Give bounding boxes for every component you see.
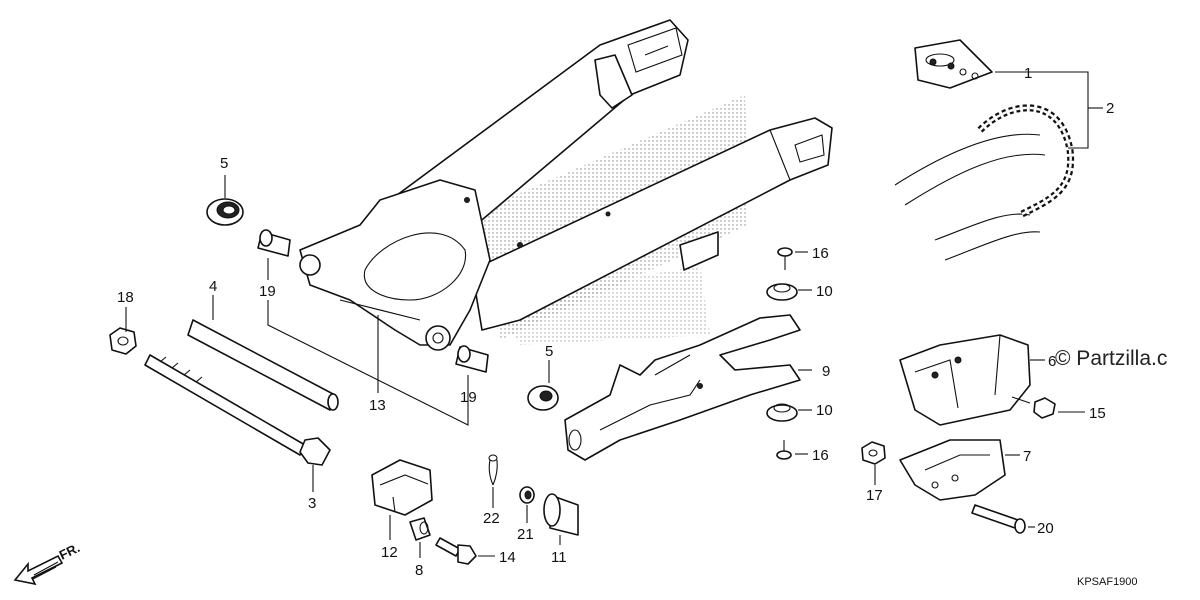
front-arrow: FR. — [13, 540, 82, 586]
callout-13: 13 — [369, 397, 386, 414]
callout-16-lower: 16 — [812, 447, 829, 464]
callout-6: 6 — [1048, 353, 1056, 370]
callout-5-lower: 5 — [545, 343, 553, 360]
callout-10-lower: 10 — [816, 402, 833, 419]
bushing-lower[interactable] — [455, 345, 489, 373]
callouts: 1 2 5 19 18 4 13 19 3 5 16 10 9 10 16 6 … — [117, 65, 1114, 579]
drive-chain[interactable] — [894, 104, 1075, 261]
grommet-upper[interactable] — [766, 283, 798, 301]
callout-8: 8 — [415, 562, 423, 579]
chain-guide-slider[interactable] — [899, 439, 1006, 501]
callout-20: 20 — [1037, 520, 1054, 537]
swingarm[interactable] — [299, 19, 833, 351]
chain-adjuster-block[interactable] — [371, 459, 433, 516]
adjuster-collar[interactable] — [409, 517, 431, 541]
pivot-collar[interactable] — [187, 319, 339, 411]
diagram-code: KPSAF1900 — [1077, 576, 1138, 588]
callout-14: 14 — [499, 549, 516, 566]
callout-15: 15 — [1089, 405, 1106, 422]
screw-lower[interactable] — [776, 440, 792, 460]
chain-slider[interactable] — [564, 314, 801, 461]
pivot-bolt[interactable] — [144, 354, 331, 466]
callout-19-upper: 19 — [259, 283, 276, 300]
bushing-upper[interactable] — [257, 229, 291, 257]
callout-11: 11 — [551, 549, 567, 566]
callout-2: 2 — [1106, 100, 1114, 117]
callout-1: 1 — [1024, 65, 1032, 82]
slider-bolt[interactable] — [971, 504, 1026, 534]
pivot-nut[interactable] — [109, 327, 137, 355]
chain-roller[interactable] — [543, 493, 579, 536]
callout-18: 18 — [117, 289, 134, 306]
callout-12: 12 — [381, 544, 398, 561]
leader-lines — [125, 71, 1103, 558]
grommet-lower[interactable] — [766, 403, 798, 422]
screw-upper[interactable] — [777, 247, 793, 270]
callout-4: 4 — [209, 278, 217, 295]
callout-22: 22 — [483, 510, 500, 527]
callout-21: 21 — [517, 526, 534, 543]
cotter-pin[interactable] — [488, 454, 498, 486]
callout-17: 17 — [866, 487, 883, 504]
watermark: © Partzilla.c — [1055, 347, 1167, 370]
guide-nut[interactable] — [861, 441, 886, 465]
callout-19-lower: 19 — [460, 389, 477, 406]
callout-10-upper: 10 — [816, 283, 833, 300]
bearing-lower[interactable] — [527, 385, 559, 411]
callout-16-upper: 16 — [812, 245, 829, 262]
callout-9: 9 — [822, 363, 830, 380]
callout-5-upper: 5 — [220, 155, 228, 172]
callout-3: 3 — [308, 495, 316, 512]
bearing-upper[interactable] — [206, 198, 244, 226]
washer[interactable] — [519, 486, 535, 504]
guide-bolt[interactable] — [1011, 396, 1056, 419]
master-link[interactable] — [914, 39, 993, 89]
chain-guide[interactable] — [899, 334, 1031, 426]
front-arrow-icon — [13, 554, 64, 586]
callout-7: 7 — [1023, 448, 1031, 465]
adjuster-bolt[interactable] — [435, 537, 477, 565]
